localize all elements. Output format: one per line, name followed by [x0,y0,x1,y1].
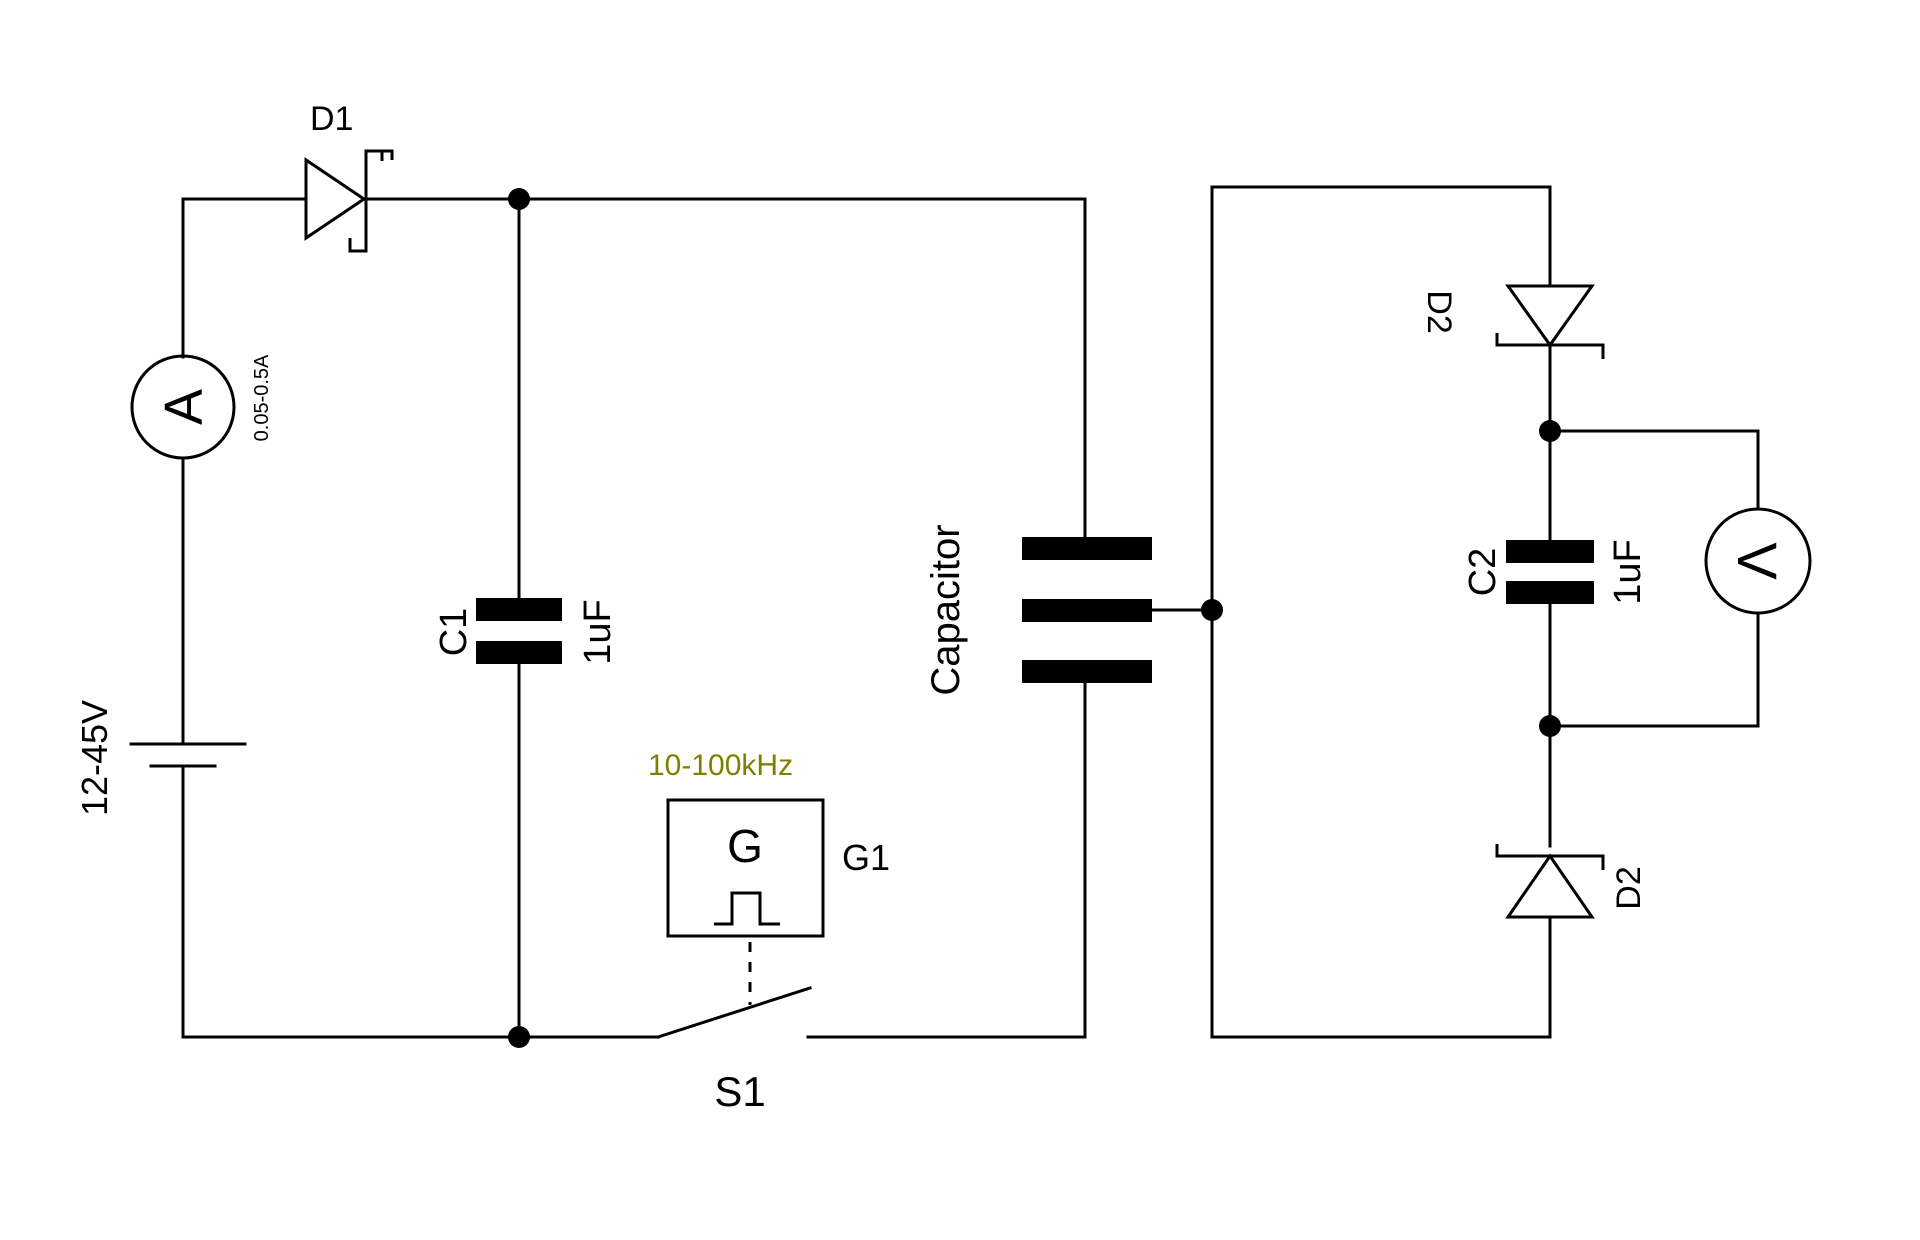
c2-value: 1uF [1607,539,1649,604]
pulse-generator-icon: G [666,798,825,938]
voltmeter-symbol: V [1726,542,1789,580]
ammeter-range: 0.05-0.5A [251,354,273,441]
generator-frequency: 10-100kHz [648,749,793,782]
generator-symbol: G [727,820,763,872]
battery-icon [129,742,247,768]
d2-bottom-label: D2 [1610,866,1648,909]
ammeter-symbol: A [154,389,214,425]
d2-top-label: D2 [1420,290,1458,333]
c2-capacitor-icon [1506,540,1594,604]
battery-voltage: 12-45V [74,700,115,816]
d1-zener-diode-icon [304,149,394,253]
junction-dot [1539,420,1561,442]
c2-label: C2 [1462,548,1504,597]
c1-label: C1 [433,608,475,657]
triple-plate-capacitor-icon [1022,537,1214,683]
switch-icon [656,942,812,1039]
junction-dot [508,188,530,210]
voltmeter-icon: V [1704,507,1812,615]
junction-dot [508,1026,530,1048]
d2-bottom-zener-diode-icon [1495,844,1605,919]
junction-dots [508,188,1561,1048]
c1-capacitor-icon [476,598,562,664]
capacitor-label: Capacitor [924,524,968,695]
junction-dot [1201,599,1223,621]
d1-label: D1 [310,100,353,138]
c1-value: 1uF [577,599,619,664]
left-loop-wires [181,197,1087,1039]
switch-label: S1 [714,1068,765,1115]
d2-top-zener-diode-icon [1495,284,1605,359]
junction-dot [1539,715,1561,737]
ammeter-icon: A [130,354,236,460]
right-loop-wires [1210,185,1760,1039]
generator-label: G1 [842,837,890,878]
